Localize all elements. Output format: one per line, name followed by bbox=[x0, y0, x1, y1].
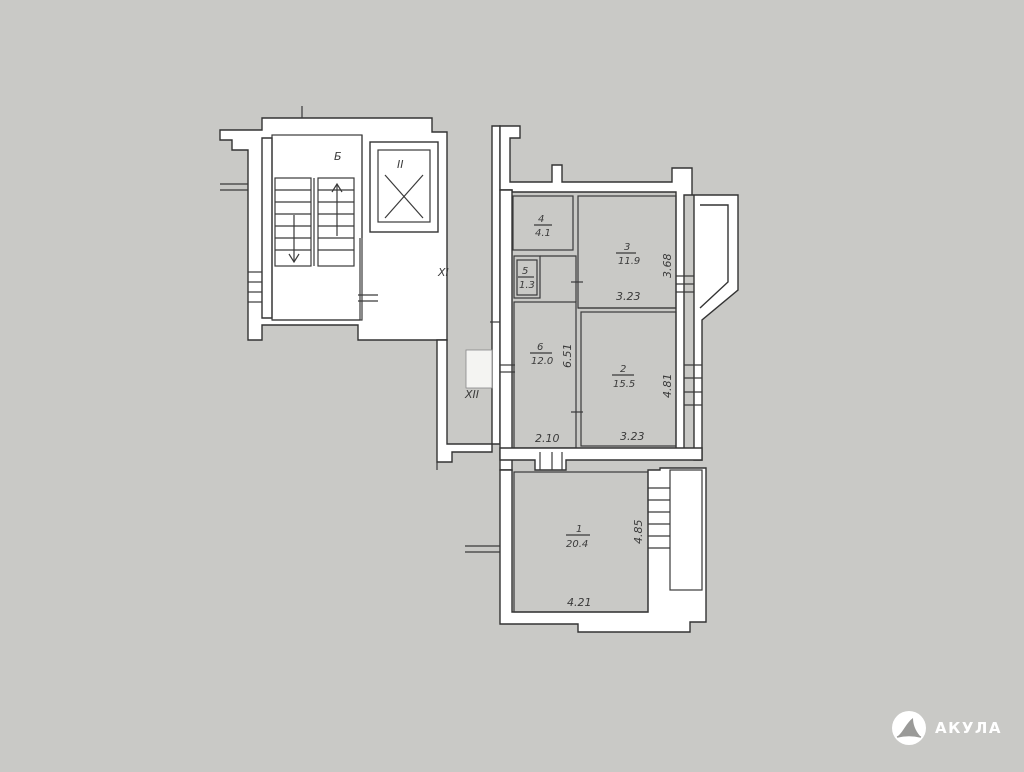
room-3-number: 3 bbox=[624, 242, 630, 253]
brand-logo: АКУЛА bbox=[891, 710, 1002, 746]
room-1: 1 20.4 4.85 4.21 bbox=[499, 467, 707, 633]
hall-xi-label: XI bbox=[437, 266, 449, 279]
room-5-number: 5 bbox=[522, 266, 528, 277]
room-6-area: 12.0 bbox=[531, 356, 553, 367]
room-4-number: 4 bbox=[538, 214, 544, 225]
room-1-width: 4.21 bbox=[567, 596, 592, 609]
room-1-window bbox=[648, 487, 670, 549]
room-2: 2 15.5 4.81 3.23 bbox=[578, 307, 677, 447]
stair-flight-left bbox=[274, 177, 312, 267]
elevator-shaft: II bbox=[369, 141, 439, 233]
room-2-window bbox=[684, 364, 702, 406]
elevator-label: II bbox=[397, 158, 404, 171]
corridor-xii: XII bbox=[436, 125, 501, 463]
shark-fin-icon bbox=[891, 711, 926, 745]
stair-core: Б bbox=[271, 134, 363, 321]
room-2-width: 3.23 bbox=[620, 430, 645, 443]
stair-window bbox=[248, 271, 262, 303]
room-5: 5 1.3 bbox=[513, 255, 541, 299]
stair-up-arrow-icon bbox=[331, 182, 343, 236]
room-3-width: 3.23 bbox=[616, 290, 641, 303]
room-6-height: 6.51 bbox=[561, 344, 574, 369]
room-1-door bbox=[539, 452, 563, 470]
room-3-height: 3.68 bbox=[661, 254, 674, 279]
room-3-window bbox=[676, 275, 694, 293]
room-3: 3 11.9 3.23 3.68 bbox=[577, 195, 677, 309]
hall-xii-label: XII bbox=[464, 388, 479, 401]
room-6-width: 2.10 bbox=[535, 432, 560, 445]
room-2-height: 4.81 bbox=[661, 374, 674, 399]
room-6-number: 6 bbox=[537, 342, 543, 353]
brand-name: АКУЛА bbox=[934, 719, 1002, 737]
room-4: 4 4.1 bbox=[512, 195, 574, 251]
room-2-area: 15.5 bbox=[613, 379, 635, 390]
room-4-area: 4.1 bbox=[535, 228, 551, 239]
stair-flight-right bbox=[317, 177, 355, 267]
room-3-area: 11.9 bbox=[618, 256, 640, 267]
room-1-area: 20.4 bbox=[566, 539, 588, 550]
room-1-height: 4.85 bbox=[632, 520, 645, 545]
stair-down-arrow-icon bbox=[288, 215, 300, 264]
room-5-area: 1.3 bbox=[519, 280, 535, 291]
room-1-number: 1 bbox=[576, 524, 582, 535]
stair-label: Б bbox=[334, 150, 342, 163]
room-2-number: 2 bbox=[620, 364, 626, 375]
